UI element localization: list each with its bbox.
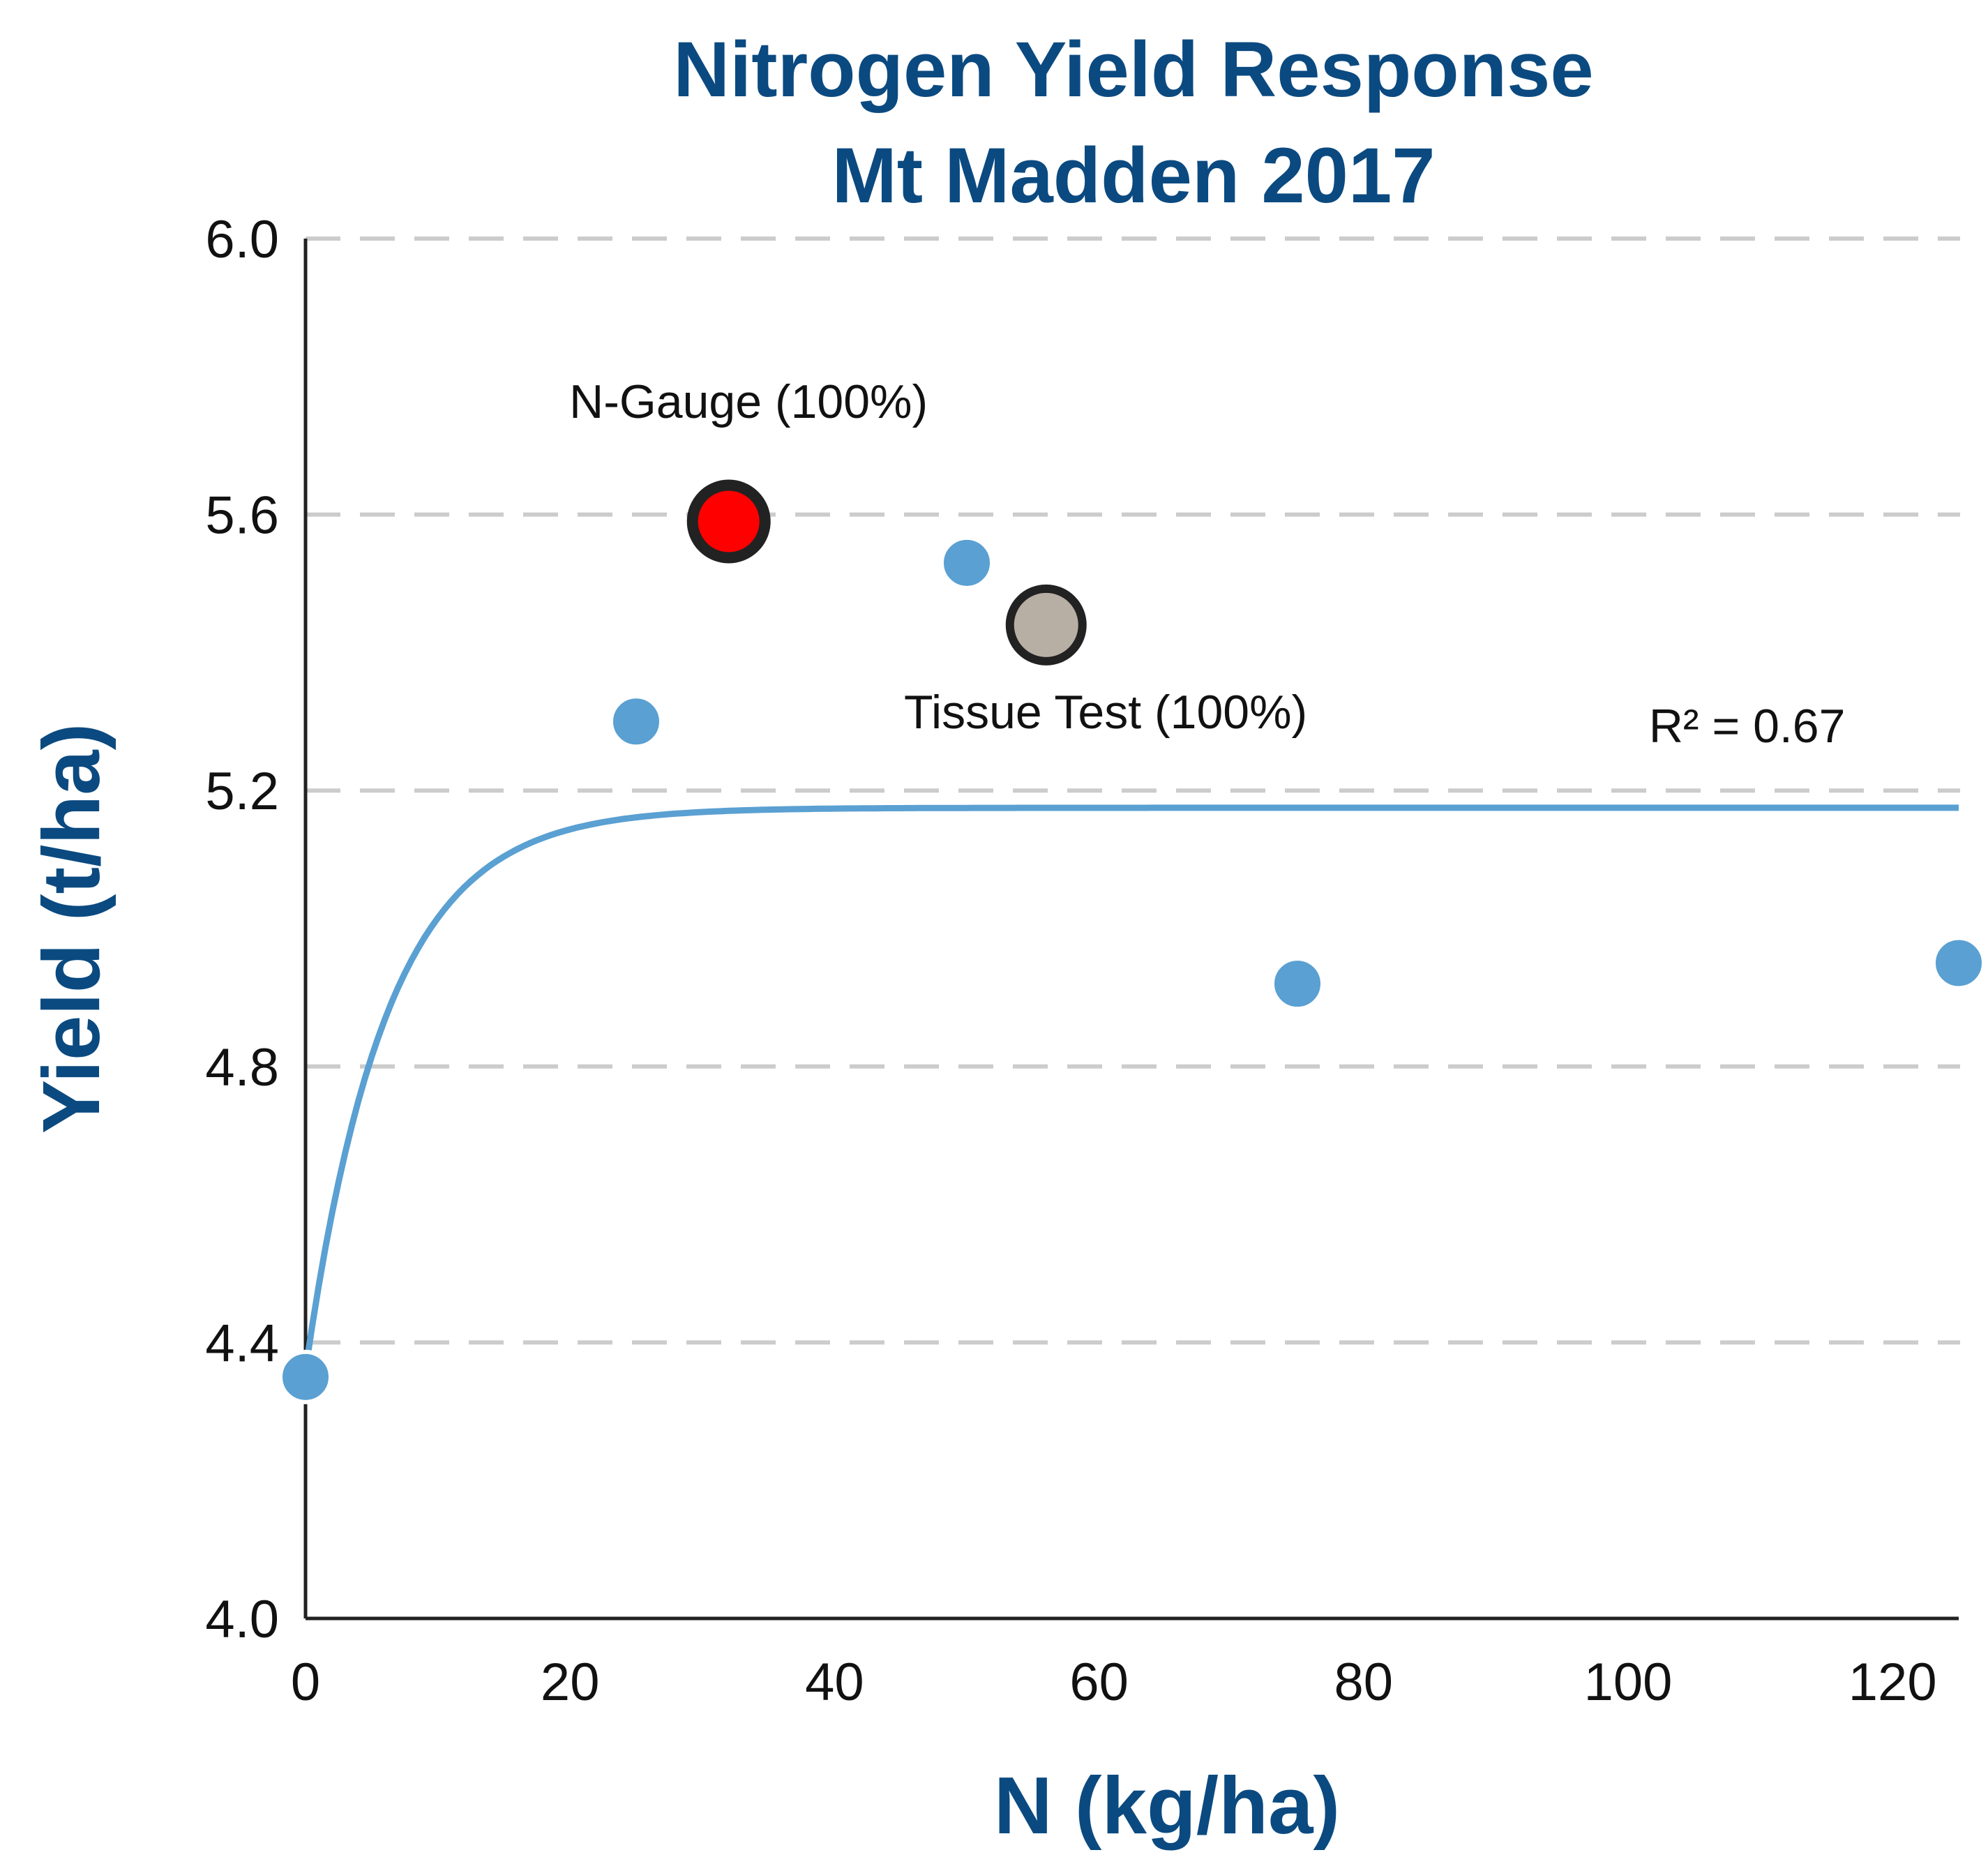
- x-tick-label: 120: [1848, 1653, 1937, 1712]
- x-tick-label: 80: [1334, 1653, 1394, 1712]
- x-tick-label: 40: [805, 1653, 864, 1712]
- x-tick-label: 60: [1069, 1653, 1129, 1712]
- fit-curve: [302, 804, 1959, 1371]
- data-point: [278, 1349, 333, 1404]
- gridlines: [306, 236, 1960, 1345]
- y-tick-label: 4.0: [205, 1590, 279, 1649]
- x-axis-label: N (kg/ha): [994, 1760, 1340, 1851]
- chart-title-line-2: Mt Madden 2017: [831, 132, 1435, 219]
- y-tick-label: 5.2: [205, 762, 279, 821]
- y-axis-label: Yield (t/ha): [26, 723, 116, 1134]
- annotation-label: N-Gauge (100%): [569, 375, 928, 428]
- data-point: [1270, 956, 1325, 1012]
- chart-title-line-1: Nitrogen Yield Response: [673, 26, 1593, 113]
- data-point: [609, 694, 663, 749]
- x-tick-label: 100: [1584, 1653, 1673, 1712]
- x-tick-label: 0: [291, 1653, 320, 1712]
- y-tick-label: 5.6: [205, 486, 279, 546]
- y-tick-label: 4.4: [205, 1314, 279, 1373]
- n-gauge-point: [686, 479, 771, 564]
- data-points: [278, 479, 1986, 1404]
- x-tick-label: 20: [541, 1653, 600, 1712]
- annotation-label: Tissue Test (100%): [904, 686, 1307, 739]
- data-point: [940, 535, 994, 590]
- tick-labels: 4.0 4.4 4.8 5.2 5.6 6.0 0 20 40 60 80 100 120: [205, 210, 1936, 1712]
- y-tick-label: 4.8: [205, 1038, 279, 1097]
- data-point: [1931, 935, 1986, 991]
- annotations: N-Gauge (100%) Tissue Test (100%) R² = 0.6…: [569, 375, 1845, 753]
- axes: [303, 239, 1959, 1621]
- y-tick-label: 6.0: [205, 210, 279, 269]
- tissue-test-point: [1005, 584, 1087, 666]
- annotation-label: R² = 0.67: [1649, 700, 1846, 753]
